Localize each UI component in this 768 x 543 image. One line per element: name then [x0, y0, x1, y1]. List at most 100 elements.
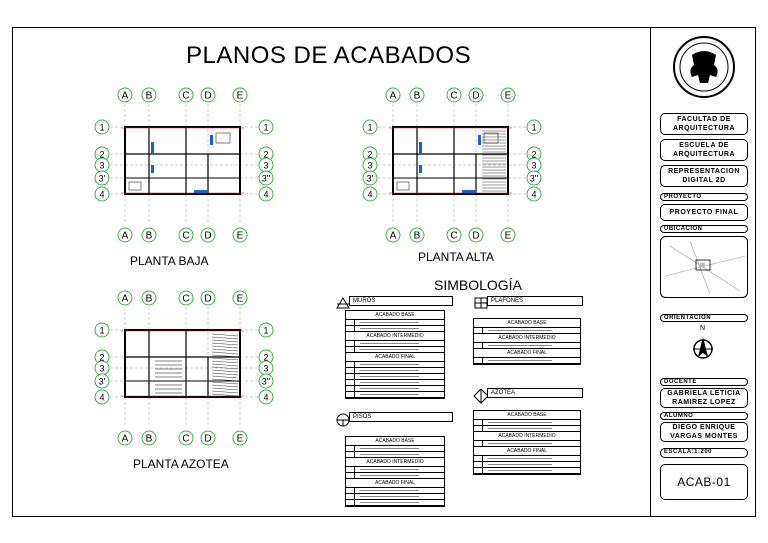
grid-bubble-2: 2	[258, 349, 274, 365]
svg-text:C: C	[182, 294, 189, 305]
azotea-header: AZOTEA	[487, 388, 583, 398]
svg-text:2: 2	[263, 150, 268, 160]
svg-text:4: 4	[263, 190, 268, 200]
grid-bubble-D: D	[200, 87, 216, 103]
svg-text:3: 3	[99, 161, 104, 171]
grid-bubble-E: E	[232, 430, 248, 446]
svg-text:2: 2	[531, 150, 536, 160]
facultad-box: FACULTAD DE ARQUITECTURA	[660, 113, 748, 135]
svg-text:3'': 3''	[262, 377, 271, 387]
grid-bubble-E: E	[500, 87, 516, 103]
svg-text:E: E	[237, 434, 244, 445]
svg-text:B: B	[146, 294, 153, 305]
grid-bubble-D: D	[468, 227, 484, 243]
svg-text:C: C	[182, 434, 189, 445]
grid-bubble-B: B	[141, 87, 157, 103]
grid-bubble-B: B	[141, 430, 157, 446]
svg-text:B: B	[414, 231, 421, 242]
grid-bubble-3'': 3''	[526, 170, 542, 186]
grid-bubble-B: B	[409, 227, 425, 243]
muros-base: ACABADO BASE	[346, 311, 444, 320]
grid-bubble-E: E	[232, 290, 248, 306]
grid-bubble-4: 4	[362, 186, 378, 202]
pisos-final: ACABADO FINAL	[346, 479, 444, 488]
grid-bubble-D: D	[200, 290, 216, 306]
grid-bubble-4: 4	[526, 186, 542, 202]
plan-label-baja: PLANTA BAJA	[130, 254, 209, 268]
svg-text:C: C	[182, 231, 189, 242]
grid-bubble-1: 1	[362, 119, 378, 135]
grid-bubble-1: 1	[94, 322, 110, 338]
svg-text:1: 1	[99, 123, 104, 133]
grid-bubble-3: 3	[94, 360, 110, 376]
svg-text:3: 3	[263, 364, 268, 374]
svg-text:A: A	[122, 434, 129, 445]
grid-bubble-E: E	[232, 87, 248, 103]
grid-bubble-A: A	[117, 290, 133, 306]
svg-text:3: 3	[99, 364, 104, 374]
svg-text:A: A	[122, 231, 129, 242]
svg-text:D: D	[204, 294, 211, 305]
building-walls	[389, 126, 512, 195]
sym-azotea: AZOTEA ACABADO BASE ACABADO INTERMEDIO A…	[473, 388, 583, 483]
svg-text:D: D	[472, 231, 479, 242]
proyecto-label: PROYECTO	[660, 193, 748, 201]
svg-text:1: 1	[531, 123, 536, 133]
svg-text:B: B	[146, 231, 153, 242]
sym-pisos: PISOS ACABADO BASE ACABADO INTERMEDIO AC…	[335, 412, 453, 512]
grid-bubble-D: D	[200, 430, 216, 446]
muros-intermedio: ACABADO INTERMEDIO	[346, 332, 444, 341]
svg-text:A: A	[122, 294, 129, 305]
svg-text:4: 4	[99, 190, 104, 200]
grid-bubble-1: 1	[526, 119, 542, 135]
grid-bubble-B: B	[141, 290, 157, 306]
grid-bubble-A: A	[385, 227, 401, 243]
muros-table: ACABADO BASE ACABADO INTERMEDIO ACABADO …	[345, 310, 445, 399]
azotea-table: ACABADO BASE ACABADO INTERMEDIO ACABADO …	[473, 410, 581, 475]
azotea-final: ACABADO FINAL	[474, 447, 580, 456]
svg-text:1: 1	[263, 326, 268, 336]
pisos-intermedio: ACABADO INTERMEDIO	[346, 458, 444, 467]
grid-bubble-1: 1	[94, 119, 110, 135]
grid-bubble-C: C	[446, 227, 462, 243]
plafones-final: ACABADO FINAL	[474, 349, 580, 358]
azotea-base: ACABADO BASE	[474, 411, 580, 420]
svg-text:4: 4	[367, 190, 372, 200]
pisos-base: ACABADO BASE	[346, 437, 444, 446]
plafones-table: ACABADO BASE ACABADO INTERMEDIO ACABADO …	[473, 318, 581, 365]
azotea-symbol-icon	[473, 388, 489, 404]
grid-bubble-E: E	[232, 227, 248, 243]
svg-text:E: E	[237, 294, 244, 305]
svg-text:1: 1	[99, 326, 104, 336]
docente-box: GABRIELA LETICIA RAMIREZ LOPEZ	[660, 388, 748, 408]
pisos-header: PISOS	[349, 412, 453, 422]
plafones-base: ACABADO BASE	[474, 319, 580, 328]
svg-text:1: 1	[367, 123, 372, 133]
building-walls	[121, 126, 244, 195]
svg-text:C: C	[450, 231, 457, 242]
grid-bubble-2: 2	[362, 146, 378, 162]
grid-bubble-3': 3'	[362, 170, 378, 186]
svg-text:3: 3	[531, 161, 536, 171]
grid-bubble-3: 3	[94, 157, 110, 173]
grid-bubble-4: 4	[258, 186, 274, 202]
svg-text:C: C	[450, 91, 457, 102]
svg-text:D: D	[204, 91, 211, 102]
muros-final: ACABADO FINAL	[346, 353, 444, 362]
svg-text:A: A	[122, 91, 129, 102]
alumno-label: ALUMNO	[660, 412, 748, 420]
grid-bubble-4: 4	[94, 389, 110, 405]
grid-bubble-3: 3	[258, 157, 274, 173]
svg-text:A: A	[390, 231, 397, 242]
sym-muros: MUROS ACABADO BASE ACABADO INTERMEDIO AC…	[335, 296, 453, 406]
svg-text:2: 2	[99, 353, 104, 363]
grid-bubble-3: 3	[526, 157, 542, 173]
grid-bubble-4: 4	[258, 389, 274, 405]
svg-text:E: E	[505, 91, 512, 102]
grid-bubble-A: A	[117, 87, 133, 103]
grid-bubble-3: 3	[258, 360, 274, 376]
grid-bubble-3'': 3''	[258, 170, 274, 186]
sheet-number: ACAB-01	[660, 464, 748, 500]
muros-symbol-icon	[336, 297, 350, 309]
